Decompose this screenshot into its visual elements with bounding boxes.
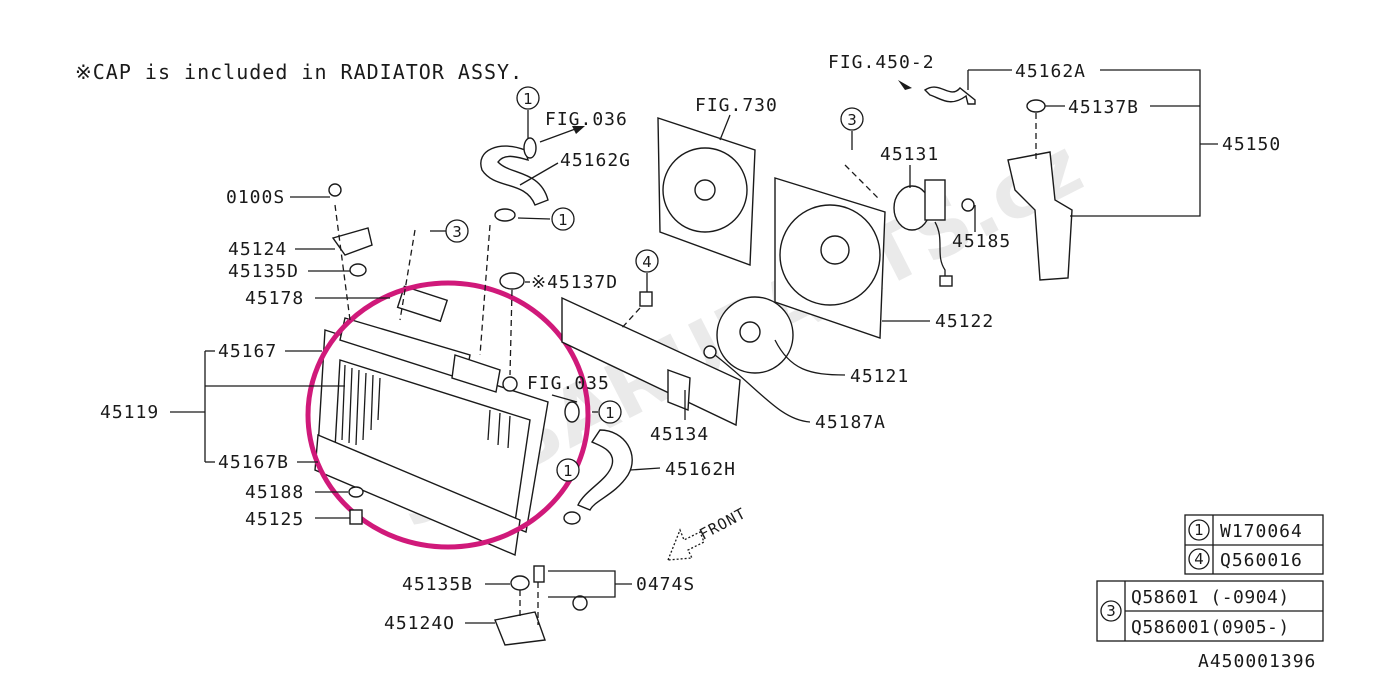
label-45167[interactable]: 45167 [218,341,277,362]
label-45162G[interactable]: 45162G [560,150,631,171]
note-text: ※CAP is included in RADIATOR ASSY. [75,60,523,84]
label-45134[interactable]: 45134 [650,424,709,445]
radiator-bracket-top [328,183,373,525]
label-45162H[interactable]: 45162H [665,459,736,480]
svg-text:4: 4 [1194,550,1204,568]
radiator-bracket-bottom [494,565,588,646]
label-45167B[interactable]: 45167B [218,452,289,473]
fan-blade-45121 [703,296,794,374]
label-45187A[interactable]: 45187A [815,412,886,433]
radiator-assembly [314,285,549,557]
label-45150[interactable]: 45150 [1222,134,1281,155]
fan-motor-45131 [893,179,975,287]
label-45162A[interactable]: 45162A [1015,61,1086,82]
svg-text:4: 4 [642,253,652,271]
radiator-fins [341,364,511,449]
label-45121[interactable]: 45121 [850,366,909,387]
legend-table-a: 1 4 W170064 Q560016 [1184,514,1324,575]
callout-1a: 1 [516,86,540,110]
svg-text:1: 1 [1194,521,1204,539]
svg-text:1: 1 [558,211,568,229]
callout-3b: 3 [840,107,864,131]
label-45188[interactable]: 45188 [245,482,304,503]
front-arrow: FRONT [667,504,749,561]
front-label: FRONT [696,504,749,543]
label-45185[interactable]: 45185 [952,231,1011,252]
label-45124[interactable]: 45124 [228,239,287,260]
callout-1b: 1 [551,207,575,231]
label-0100S[interactable]: 0100S [226,187,285,208]
label-45137B[interactable]: 45137B [1068,97,1139,118]
svg-text:1: 1 [523,90,533,108]
highlight-circle [305,280,591,550]
callout-4: 4 [635,249,659,273]
upper-hose [480,137,549,222]
svg-text:1: 1 [605,404,615,422]
callout-3a: 3 [430,219,469,243]
label-45135B[interactable]: 45135B [402,574,473,595]
label-45137D[interactable]: ※45137D [531,272,618,293]
legend-table-b: 3 Q58601 (-0904) Q586001(0905-) [1096,580,1324,642]
legend-part-q586001: Q586001(0905-) [1131,617,1290,638]
label-fig036[interactable]: FIG.036 [545,109,628,130]
label-fig035[interactable]: FIG.035 [527,373,610,394]
fan-shroud-45122 [774,177,886,339]
svg-text:3: 3 [452,223,462,241]
label-45125[interactable]: 45125 [245,509,304,530]
label-45122[interactable]: 45122 [935,311,994,332]
label-fig450-2[interactable]: FIG.450-2 [828,52,935,73]
diagram-id: A450001396 [1198,651,1316,672]
label-45124O[interactable]: 45124O [384,613,455,634]
svg-text:3: 3 [1106,602,1116,620]
legend-part-w170064: W170064 [1220,521,1303,542]
svg-text:1: 1 [563,462,573,480]
label-45178[interactable]: 45178 [245,288,304,309]
label-45131[interactable]: 45131 [880,144,939,165]
legend-part-q58601: Q58601 (-0904) [1131,587,1290,608]
label-0474S[interactable]: 0474S [636,574,695,595]
leader-lines [170,69,1218,625]
callout-1d: 1 [556,458,580,482]
legend-part-q560016: Q560016 [1220,550,1303,571]
label-45135D[interactable]: 45135D [228,261,299,282]
svg-text:3: 3 [847,111,857,129]
label-45119[interactable]: 45119 [100,402,159,423]
fan-shroud-fig730 [657,117,756,266]
label-fig730[interactable]: FIG.730 [695,95,778,116]
lower-hose [563,401,633,525]
callout-1c: 1 [598,400,622,424]
